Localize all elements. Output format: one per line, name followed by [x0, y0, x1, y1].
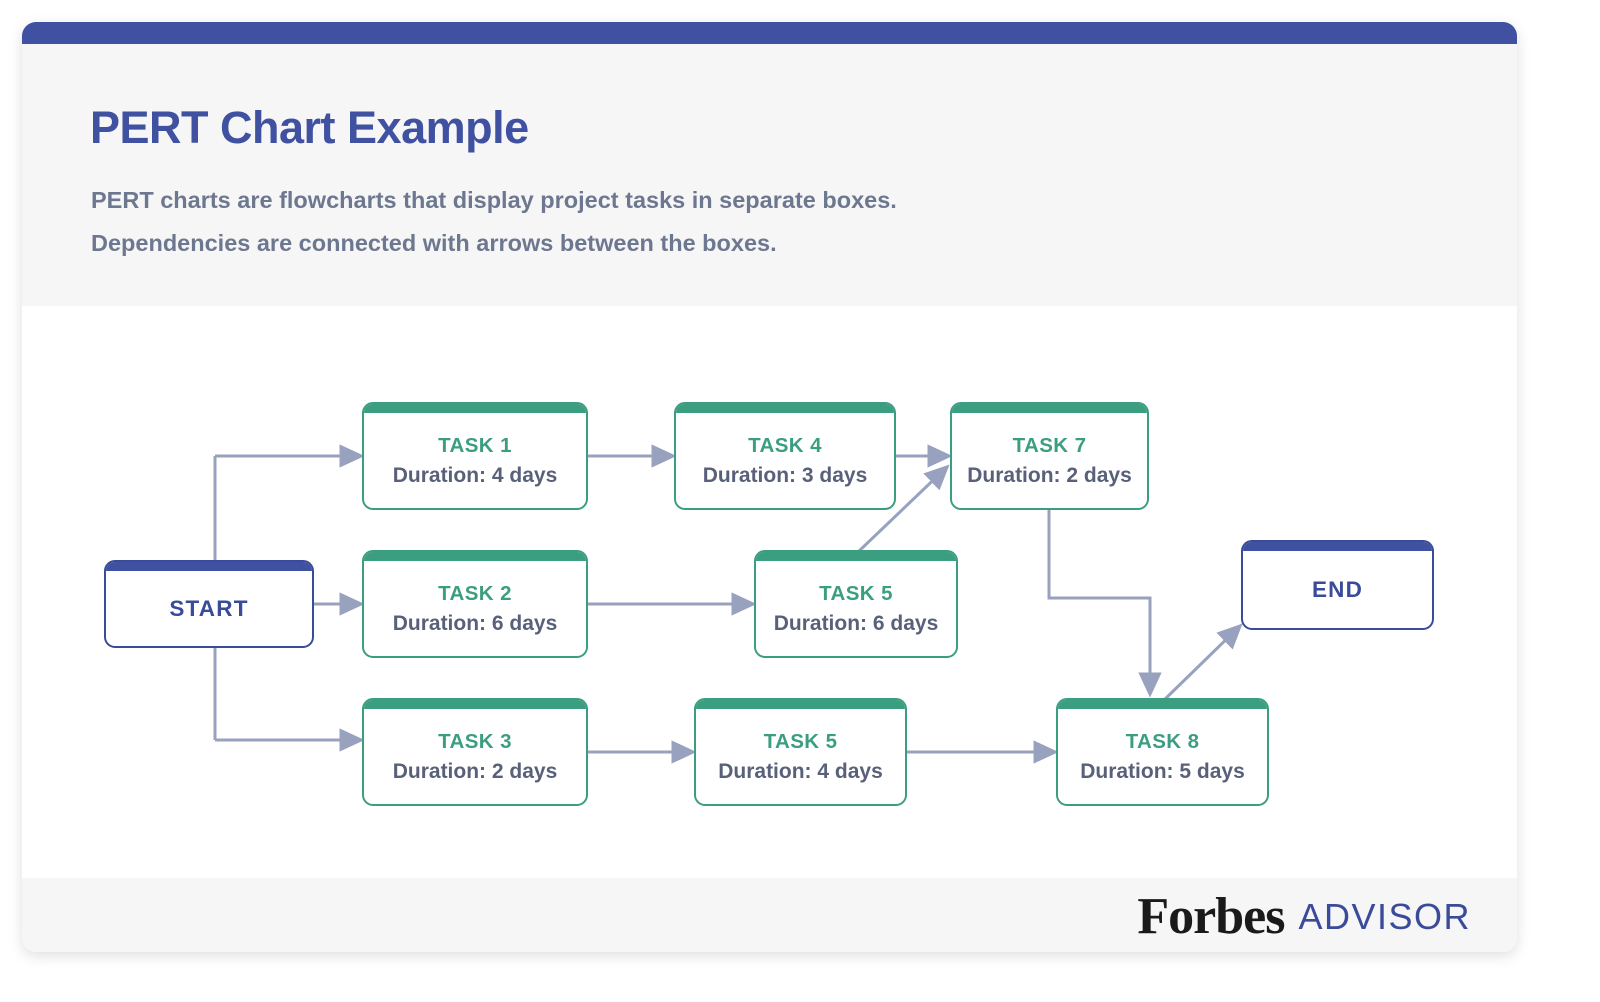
- node-task5b-body: TASK 5 Duration: 4 days: [696, 709, 905, 804]
- node-task5b-label: TASK 5: [763, 729, 838, 753]
- card-header: [22, 44, 1517, 306]
- node-task4-accent: [676, 404, 894, 413]
- card-footer: [22, 878, 1517, 952]
- node-task5a-duration: Duration: 6 days: [773, 611, 939, 635]
- node-task5b[interactable]: TASK 5 Duration: 4 days: [694, 698, 907, 806]
- card-top-accent-bar: [22, 22, 1517, 44]
- node-task4-body: TASK 4 Duration: 3 days: [676, 413, 894, 508]
- node-start-accent: [106, 562, 312, 571]
- node-task3-accent: [364, 700, 586, 709]
- node-task5b-accent: [696, 700, 905, 709]
- node-task8-accent: [1058, 700, 1267, 709]
- node-task1-label: TASK 1: [438, 433, 512, 457]
- node-task8-duration: Duration: 5 days: [1080, 759, 1245, 783]
- node-task2-label: TASK 2: [438, 581, 512, 605]
- subtitle-line-1: PERT charts are flowcharts that display …: [91, 187, 897, 213]
- node-end-accent: [1243, 542, 1432, 551]
- subtitle-line-2: Dependencies are connected with arrows b…: [91, 230, 777, 256]
- forbes-wordmark: Forbes: [1137, 888, 1285, 945]
- node-task1-body: TASK 1 Duration: 4 days: [364, 413, 586, 508]
- node-task3-body: TASK 3 Duration: 2 days: [364, 709, 586, 804]
- advisor-wordmark: ADVISOR: [1298, 896, 1471, 937]
- node-task1-accent: [364, 404, 586, 413]
- pert-chart-card: PERT Chart Example PERT charts are flowc…: [22, 22, 1517, 952]
- node-task5a-body: TASK 5 Duration: 6 days: [756, 561, 956, 656]
- node-task3-duration: Duration: 2 days: [392, 759, 558, 783]
- node-task4-duration: Duration: 3 days: [702, 463, 868, 487]
- node-task7-duration: Duration: 2 days: [967, 463, 1132, 487]
- edge-task5a-task7: [856, 464, 950, 554]
- node-task5a-label: TASK 5: [819, 581, 893, 605]
- node-task5b-duration: Duration: 4 days: [718, 759, 883, 783]
- node-task8-body: TASK 8 Duration: 5 days: [1058, 709, 1267, 804]
- node-task8[interactable]: TASK 8 Duration: 5 days: [1056, 698, 1269, 806]
- node-task2-accent: [364, 552, 586, 561]
- node-task7-body: TASK 7 Duration: 2 days: [952, 413, 1147, 508]
- node-task7-label: TASK 7: [1012, 433, 1087, 457]
- node-task1-duration: Duration: 4 days: [392, 463, 558, 487]
- node-start[interactable]: START: [104, 560, 314, 648]
- node-start-body: START: [106, 571, 312, 646]
- forbes-advisor-logo: Forbes ADVISOR: [1137, 884, 1471, 950]
- edge-task8-end: [1160, 623, 1243, 704]
- node-task7[interactable]: TASK 7 Duration: 2 days: [950, 402, 1149, 510]
- edge-task7-task8: [1047, 509, 1162, 698]
- node-task4-label: TASK 4: [748, 433, 822, 457]
- node-task2[interactable]: TASK 2 Duration: 6 days: [362, 550, 588, 658]
- page-subtitle: PERT charts are flowcharts that display …: [91, 179, 897, 265]
- node-task5a-accent: [756, 552, 956, 561]
- node-task2-body: TASK 2 Duration: 6 days: [364, 561, 586, 656]
- diagram-edges: [213, 444, 1243, 764]
- pert-diagram: START TASK 1 Duration: 4 days TASK 4 Dur…: [22, 306, 1517, 878]
- node-task7-accent: [952, 404, 1147, 413]
- node-end-label: END: [1311, 576, 1364, 602]
- node-task5a[interactable]: TASK 5 Duration: 6 days: [754, 550, 958, 658]
- node-task4[interactable]: TASK 4 Duration: 3 days: [674, 402, 896, 510]
- node-end[interactable]: END: [1241, 540, 1434, 630]
- node-task3-label: TASK 3: [438, 729, 512, 753]
- node-end-body: END: [1243, 551, 1432, 628]
- node-task3[interactable]: TASK 3 Duration: 2 days: [362, 698, 588, 806]
- node-task1[interactable]: TASK 1 Duration: 4 days: [362, 402, 588, 510]
- node-start-label: START: [169, 595, 249, 621]
- page-title: PERT Chart Example: [90, 102, 529, 153]
- node-task2-duration: Duration: 6 days: [392, 611, 558, 635]
- node-task8-label: TASK 8: [1125, 729, 1200, 753]
